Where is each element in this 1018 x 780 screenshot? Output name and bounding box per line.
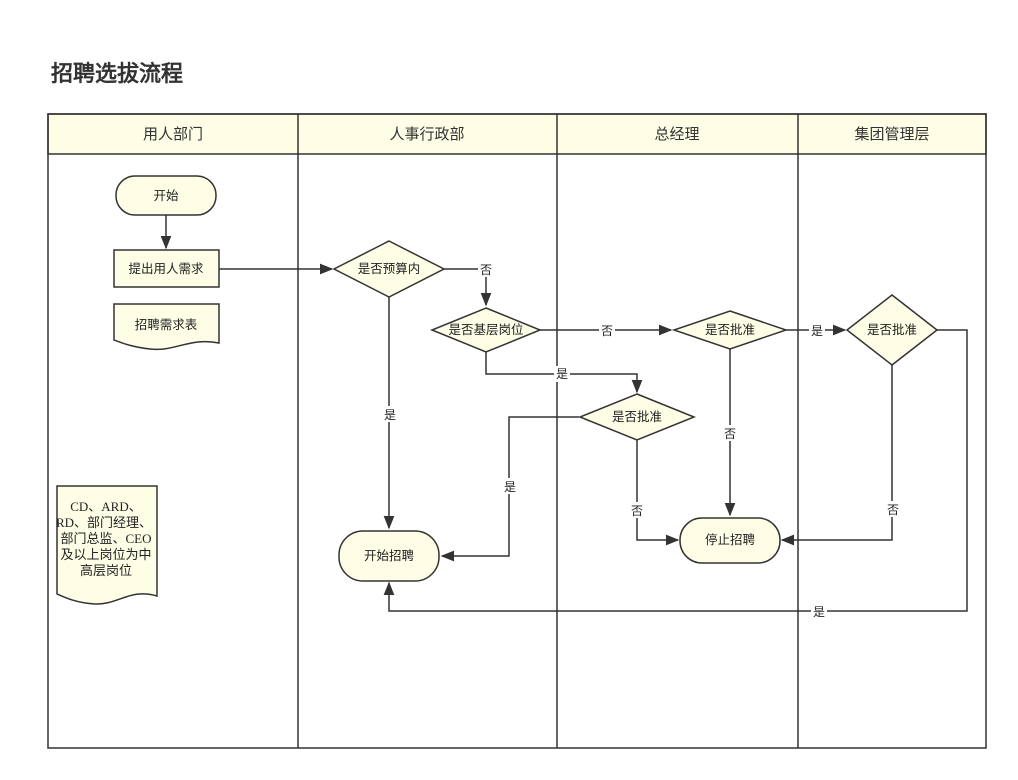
start-node [115, 175, 217, 216]
stop-recruit-label: 停止招聘 [705, 532, 755, 547]
edge-group-yes [383, 329, 968, 612]
hr-approve-decision [577, 393, 697, 441]
label-gm-no: 否 [724, 427, 736, 441]
note-line-4: 及以上岗位为中 [60, 547, 151, 562]
lane-header-hr: 人事行政部 [389, 125, 464, 143]
label-hr-yes: 是 [504, 480, 516, 494]
label-gm-yes: 是 [811, 324, 823, 338]
note-document [56, 485, 158, 605]
basic-position-decision [430, 307, 542, 353]
label-budget-yes: 是 [384, 408, 396, 422]
edge-labels: 否 是 否 是 是 否 否 是 否 是 [381, 261, 901, 619]
budget-decision [332, 240, 446, 298]
lane-header-gm: 总经理 [654, 125, 699, 143]
swimlane-frame [47, 113, 987, 749]
page-title: 招聘选拔流程 [51, 62, 184, 87]
request-label: 提出用人需求 [128, 261, 204, 276]
budget-label: 是否预算内 [358, 261, 421, 276]
label-budget-no: 否 [480, 263, 492, 277]
lane-header-dept: 用人部门 [143, 125, 203, 143]
edges [160, 215, 968, 612]
lane-header-group: 集团管理层 [854, 125, 929, 143]
group-approve-label: 是否批准 [867, 322, 917, 337]
gm-approve-label: 是否批准 [705, 322, 755, 337]
gm-approve-decision [671, 310, 789, 350]
label-basic-yes: 是 [556, 367, 568, 381]
start-label: 开始 [153, 188, 179, 203]
group-approve-decision [845, 294, 939, 366]
edge-hr-no [636, 440, 680, 546]
stop-recruit-node [679, 517, 781, 564]
form-label: 招聘需求表 [135, 317, 198, 332]
begin-recruit-label: 开始招聘 [364, 548, 414, 563]
basic-label: 是否基层岗位 [448, 322, 523, 337]
note-line-1: CD、ARD、 [70, 499, 142, 514]
label-group-no: 否 [887, 503, 899, 517]
edge-group-no [780, 365, 893, 546]
label-hr-no: 否 [631, 504, 643, 518]
request-node [113, 249, 220, 288]
begin-recruit-node [338, 530, 440, 582]
note-line-2: RD、部门经理、 [56, 515, 152, 530]
form-document [113, 303, 220, 351]
note-line-5: 高层岗位 [80, 563, 132, 578]
hr-approve-label: 是否批准 [612, 409, 662, 424]
label-basic-no: 否 [601, 324, 613, 338]
label-group-yes: 是 [813, 605, 825, 619]
note-line-3: 部门总监、CEO [60, 531, 151, 546]
